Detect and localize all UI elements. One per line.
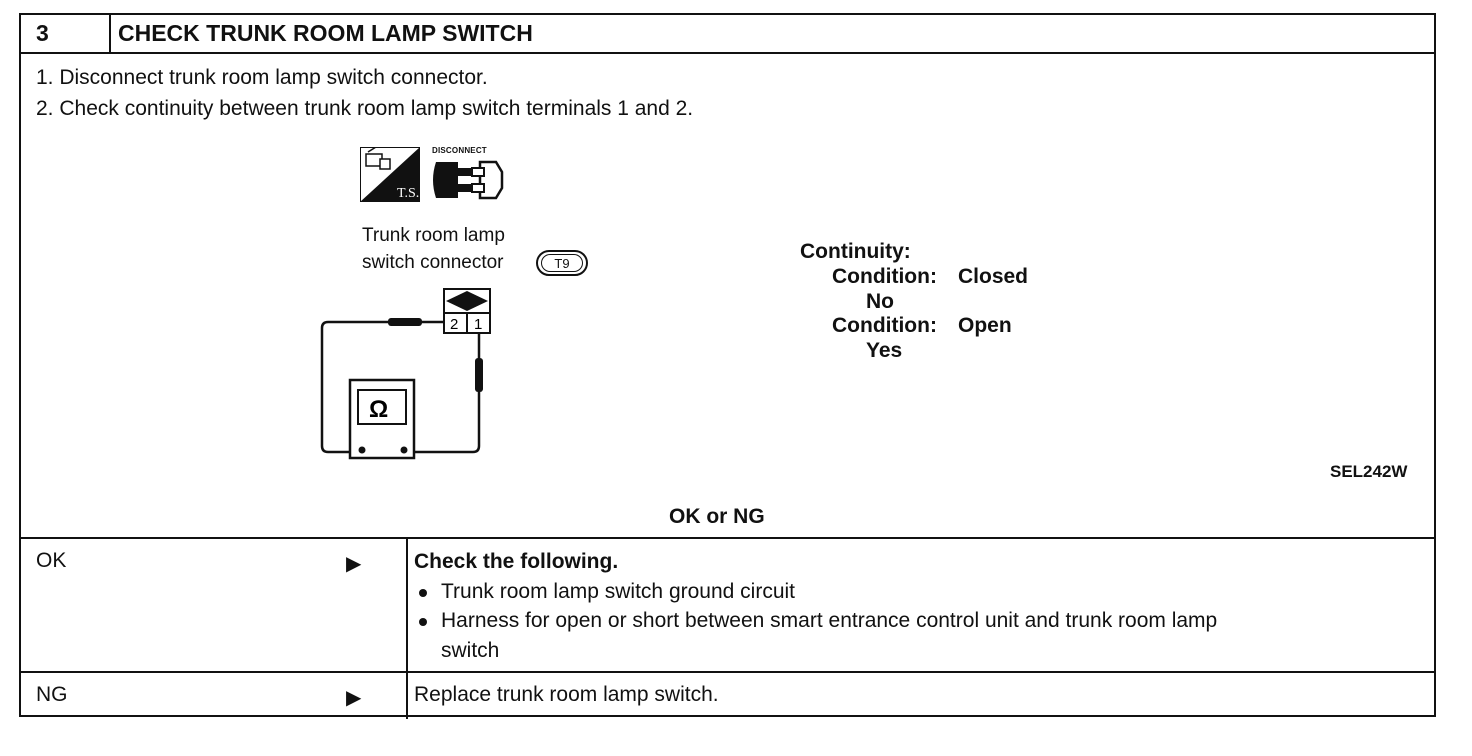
- header-column-divider: [109, 15, 111, 52]
- results-column-divider: [406, 537, 408, 719]
- instruction-2: 2. Check continuity between trunk room l…: [36, 97, 694, 120]
- instruction-1: 1. Disconnect trunk room lamp switch con…: [36, 66, 488, 89]
- disconnect-connector-icon: [433, 160, 504, 200]
- condition-2-result: Yes: [866, 339, 903, 362]
- probe-right: [475, 358, 483, 392]
- probe-left: [388, 318, 422, 326]
- ng-status: NG: [36, 683, 68, 706]
- ok-item-2-continued: switch: [441, 639, 500, 662]
- ok-item-2: Harness for open or short between smart …: [441, 609, 1218, 632]
- connector-id: T9: [541, 254, 583, 272]
- ok-arrow-icon: ▶: [346, 553, 362, 575]
- ok-status: OK: [36, 549, 67, 572]
- ok-item-1: Trunk room lamp switch ground circuit: [441, 580, 796, 603]
- step-title: CHECK TRUNK ROOM LAMP SWITCH: [118, 20, 533, 46]
- ng-arrow-icon: ▶: [346, 687, 362, 709]
- terminal-1-label: 1: [474, 316, 482, 333]
- figure-code: SEL242W: [1330, 462, 1408, 481]
- ok-action-title: Check the following.: [414, 550, 619, 573]
- test-symbol-icon: T.S.: [360, 147, 420, 202]
- bullet-icon: [419, 618, 427, 626]
- ng-action: Replace trunk room lamp switch.: [414, 683, 719, 706]
- connector-id-badge: T9: [536, 250, 588, 276]
- connector-face-icon: [446, 291, 488, 311]
- condition-1-label: Condition:: [832, 265, 937, 288]
- disconnect-label: DISCONNECT: [432, 146, 487, 155]
- test-symbol-label: T.S.: [397, 186, 419, 201]
- condition-2-value: Open: [958, 314, 1012, 337]
- procedure-table: [19, 13, 1436, 719]
- decision-title: OK or NG: [669, 505, 765, 528]
- condition-1-result: No: [866, 290, 894, 313]
- condition-2-label: Condition:: [832, 314, 937, 337]
- header-divider: [21, 52, 1434, 54]
- results-top-divider: [21, 537, 1434, 539]
- terminal-2-label: 2: [450, 316, 458, 333]
- continuity-circuit-diagram: 2 1 Ω: [320, 288, 491, 460]
- condition-1-value: Closed: [958, 265, 1029, 288]
- continuity-title: Continuity:: [800, 240, 911, 263]
- results-row-divider: [21, 671, 1434, 673]
- connector-label-line2: switch connector: [362, 252, 504, 273]
- ohm-icon: Ω: [369, 396, 388, 423]
- bullet-icon: [419, 589, 427, 597]
- step-number: 3: [36, 20, 49, 46]
- connector-label-line1: Trunk room lamp: [362, 225, 505, 246]
